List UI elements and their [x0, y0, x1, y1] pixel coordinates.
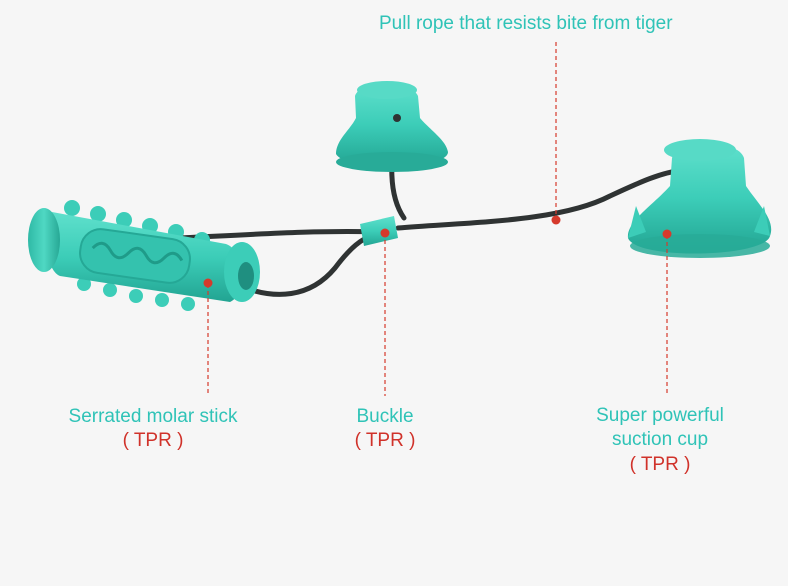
stick-material: ( TPR )	[122, 430, 184, 451]
buckle	[360, 216, 398, 246]
small-suction-cup	[336, 81, 448, 172]
rope-loop-bottom	[237, 232, 377, 297]
rope-to-large-cup	[395, 167, 687, 231]
buckle-material: ( TPR )	[354, 430, 416, 451]
serrated-molar-stick	[28, 200, 260, 311]
stick-label: Serrated molar stick	[68, 406, 238, 427]
marker-suction	[662, 229, 672, 239]
suction-label-line2: suction cup	[611, 429, 709, 450]
leader-lines	[207, 42, 668, 396]
suction-label-line1: Super powerful	[596, 405, 724, 426]
marker-stick	[203, 278, 213, 288]
buckle-label: Buckle	[356, 406, 414, 427]
rope-label: Pull rope that resists bite from tiger	[379, 13, 673, 34]
large-suction-cup	[627, 139, 772, 258]
rope-to-stick-top	[177, 228, 383, 241]
marker-buckle	[380, 228, 390, 238]
marker-dots	[203, 215, 672, 288]
suction-material: ( TPR )	[629, 454, 691, 475]
marker-rope	[551, 215, 561, 225]
